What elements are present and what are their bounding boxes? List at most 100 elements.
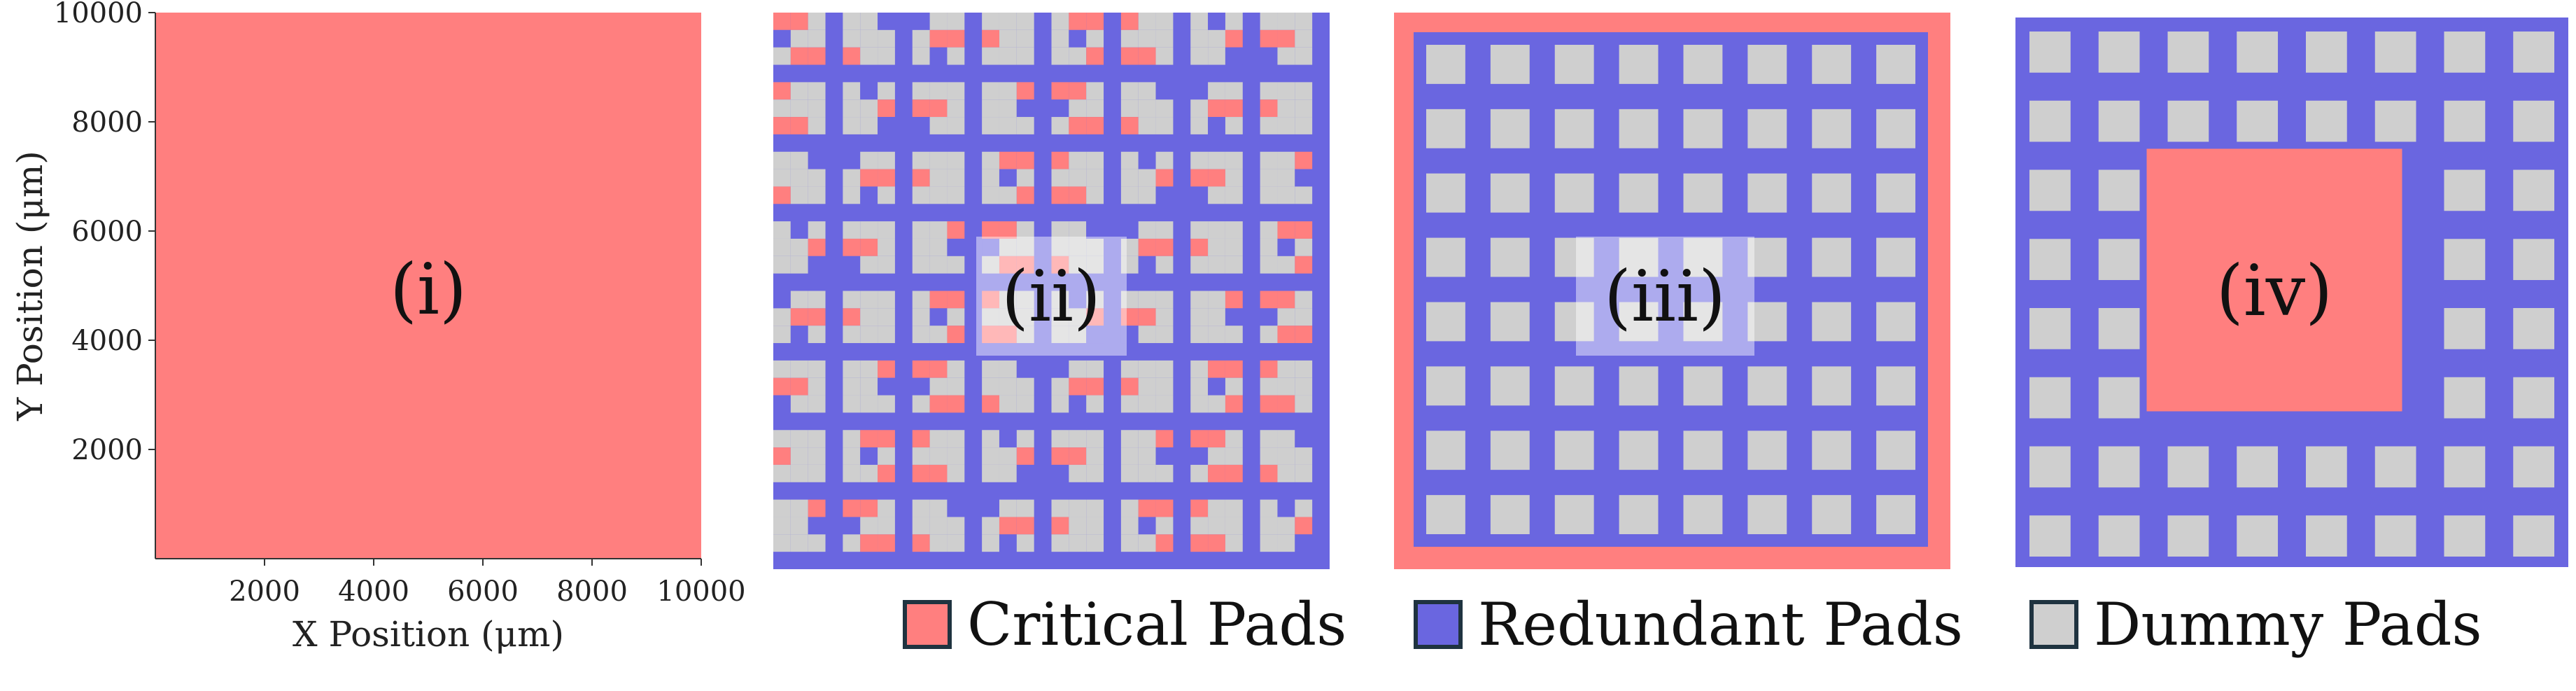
pad-cell xyxy=(1208,447,1225,465)
pad-cell xyxy=(999,256,1017,274)
pad-cell xyxy=(1069,221,1087,239)
pad-cell xyxy=(860,29,878,48)
pad-cell xyxy=(1069,13,1087,30)
pad-cell xyxy=(1208,169,1225,187)
pad-cell xyxy=(790,395,808,413)
pad-cell xyxy=(843,169,861,187)
pad-cell xyxy=(843,47,861,65)
pad-cell xyxy=(947,256,965,274)
pad-cell xyxy=(1069,256,1087,274)
pad-cell xyxy=(982,534,999,552)
dummy-pad xyxy=(1426,109,1465,148)
pad-cell xyxy=(912,308,930,326)
pad-cell xyxy=(1051,221,1069,239)
pad-cell xyxy=(808,326,826,344)
pad-cell xyxy=(1155,395,1174,413)
pad-cell xyxy=(860,377,878,396)
pad-cell xyxy=(808,99,826,118)
pad-cell xyxy=(773,186,791,204)
pad-cell xyxy=(1277,13,1295,30)
pad-cell xyxy=(878,169,895,187)
pad-cell xyxy=(1155,151,1174,169)
pad-cell xyxy=(1016,360,1034,378)
dummy-pad xyxy=(1490,366,1530,406)
pad-cell xyxy=(878,238,895,256)
pad-cell xyxy=(912,238,930,256)
pad-cell xyxy=(1086,169,1104,187)
pad-cell xyxy=(1295,99,1313,118)
pad-cell xyxy=(1138,326,1156,344)
pad-cell xyxy=(1051,308,1069,326)
pad-cell xyxy=(929,13,948,30)
pad-cell xyxy=(1086,447,1104,465)
pad-cell xyxy=(1155,360,1174,378)
dummy-pad xyxy=(1683,366,1723,406)
pad-cell xyxy=(929,82,948,100)
pad-cell xyxy=(1051,517,1069,535)
dummy-pad xyxy=(2444,169,2486,211)
pad-cell xyxy=(878,447,895,465)
pad-cell xyxy=(1086,99,1104,118)
dummy-pad xyxy=(1812,366,1852,406)
dummy-pad xyxy=(1490,173,1530,213)
dummy-pad xyxy=(2513,100,2554,142)
dummy-pad xyxy=(1426,173,1465,213)
pad-cell xyxy=(999,117,1017,134)
dummy-pad xyxy=(1426,237,1465,277)
dummy-pad xyxy=(2444,239,2486,280)
pad-cell xyxy=(1277,47,1295,65)
pad-cell xyxy=(1225,151,1243,169)
pad-cell xyxy=(1277,447,1295,465)
pad-cell xyxy=(1069,186,1087,204)
dummy-pad xyxy=(1876,302,1915,342)
pad-cell xyxy=(1120,29,1139,48)
pad-cell xyxy=(929,256,948,274)
pad-cell xyxy=(808,169,826,187)
dummy-pad xyxy=(2513,377,2554,419)
pad-cell xyxy=(929,308,948,326)
pad-cell xyxy=(1155,430,1174,448)
pad-cell xyxy=(1208,186,1225,204)
pad-cell xyxy=(999,291,1017,309)
pad-cell xyxy=(1120,430,1139,448)
pad-cell xyxy=(912,13,930,30)
pad-cell xyxy=(843,534,861,552)
pad-cell xyxy=(1208,238,1225,256)
dummy-pad xyxy=(2237,100,2278,142)
pad-cell xyxy=(1277,256,1295,274)
pad-cell xyxy=(808,29,826,48)
panel-iii: (iii) xyxy=(1394,13,1950,569)
pad-cell xyxy=(860,395,878,413)
pad-cell xyxy=(1208,99,1225,118)
pad-cell xyxy=(912,29,930,48)
legend-swatch-redundant xyxy=(1414,600,1463,649)
pad-cell xyxy=(790,29,808,48)
pad-cell xyxy=(1277,534,1295,552)
pad-cell xyxy=(947,395,965,413)
pad-cell xyxy=(773,499,791,517)
pad-cell xyxy=(790,447,808,465)
pad-cell xyxy=(1225,256,1243,274)
dummy-pad xyxy=(1747,109,1787,148)
dummy-pad xyxy=(2029,100,2071,142)
pad-cell xyxy=(790,47,808,65)
pad-cell xyxy=(1016,499,1034,517)
pad-cell xyxy=(929,169,948,187)
pad-cell xyxy=(1190,256,1209,274)
pad-cell xyxy=(912,534,930,552)
pad-cell xyxy=(1138,377,1156,396)
x-tick-label: 2000 xyxy=(229,575,300,608)
pad-cell xyxy=(1016,82,1034,100)
dummy-pad xyxy=(2513,239,2554,280)
dummy-pad xyxy=(2167,446,2209,488)
pad-cell xyxy=(947,291,965,309)
pad-cell xyxy=(1138,308,1156,326)
pad-cell xyxy=(1138,499,1156,517)
pad-cell xyxy=(1138,447,1156,465)
pad-cell xyxy=(947,430,965,448)
pad-cell xyxy=(860,308,878,326)
pad-cell xyxy=(1277,169,1295,187)
pad-cell xyxy=(982,430,999,448)
pad-cell xyxy=(808,464,826,482)
pad-cell xyxy=(790,430,808,448)
